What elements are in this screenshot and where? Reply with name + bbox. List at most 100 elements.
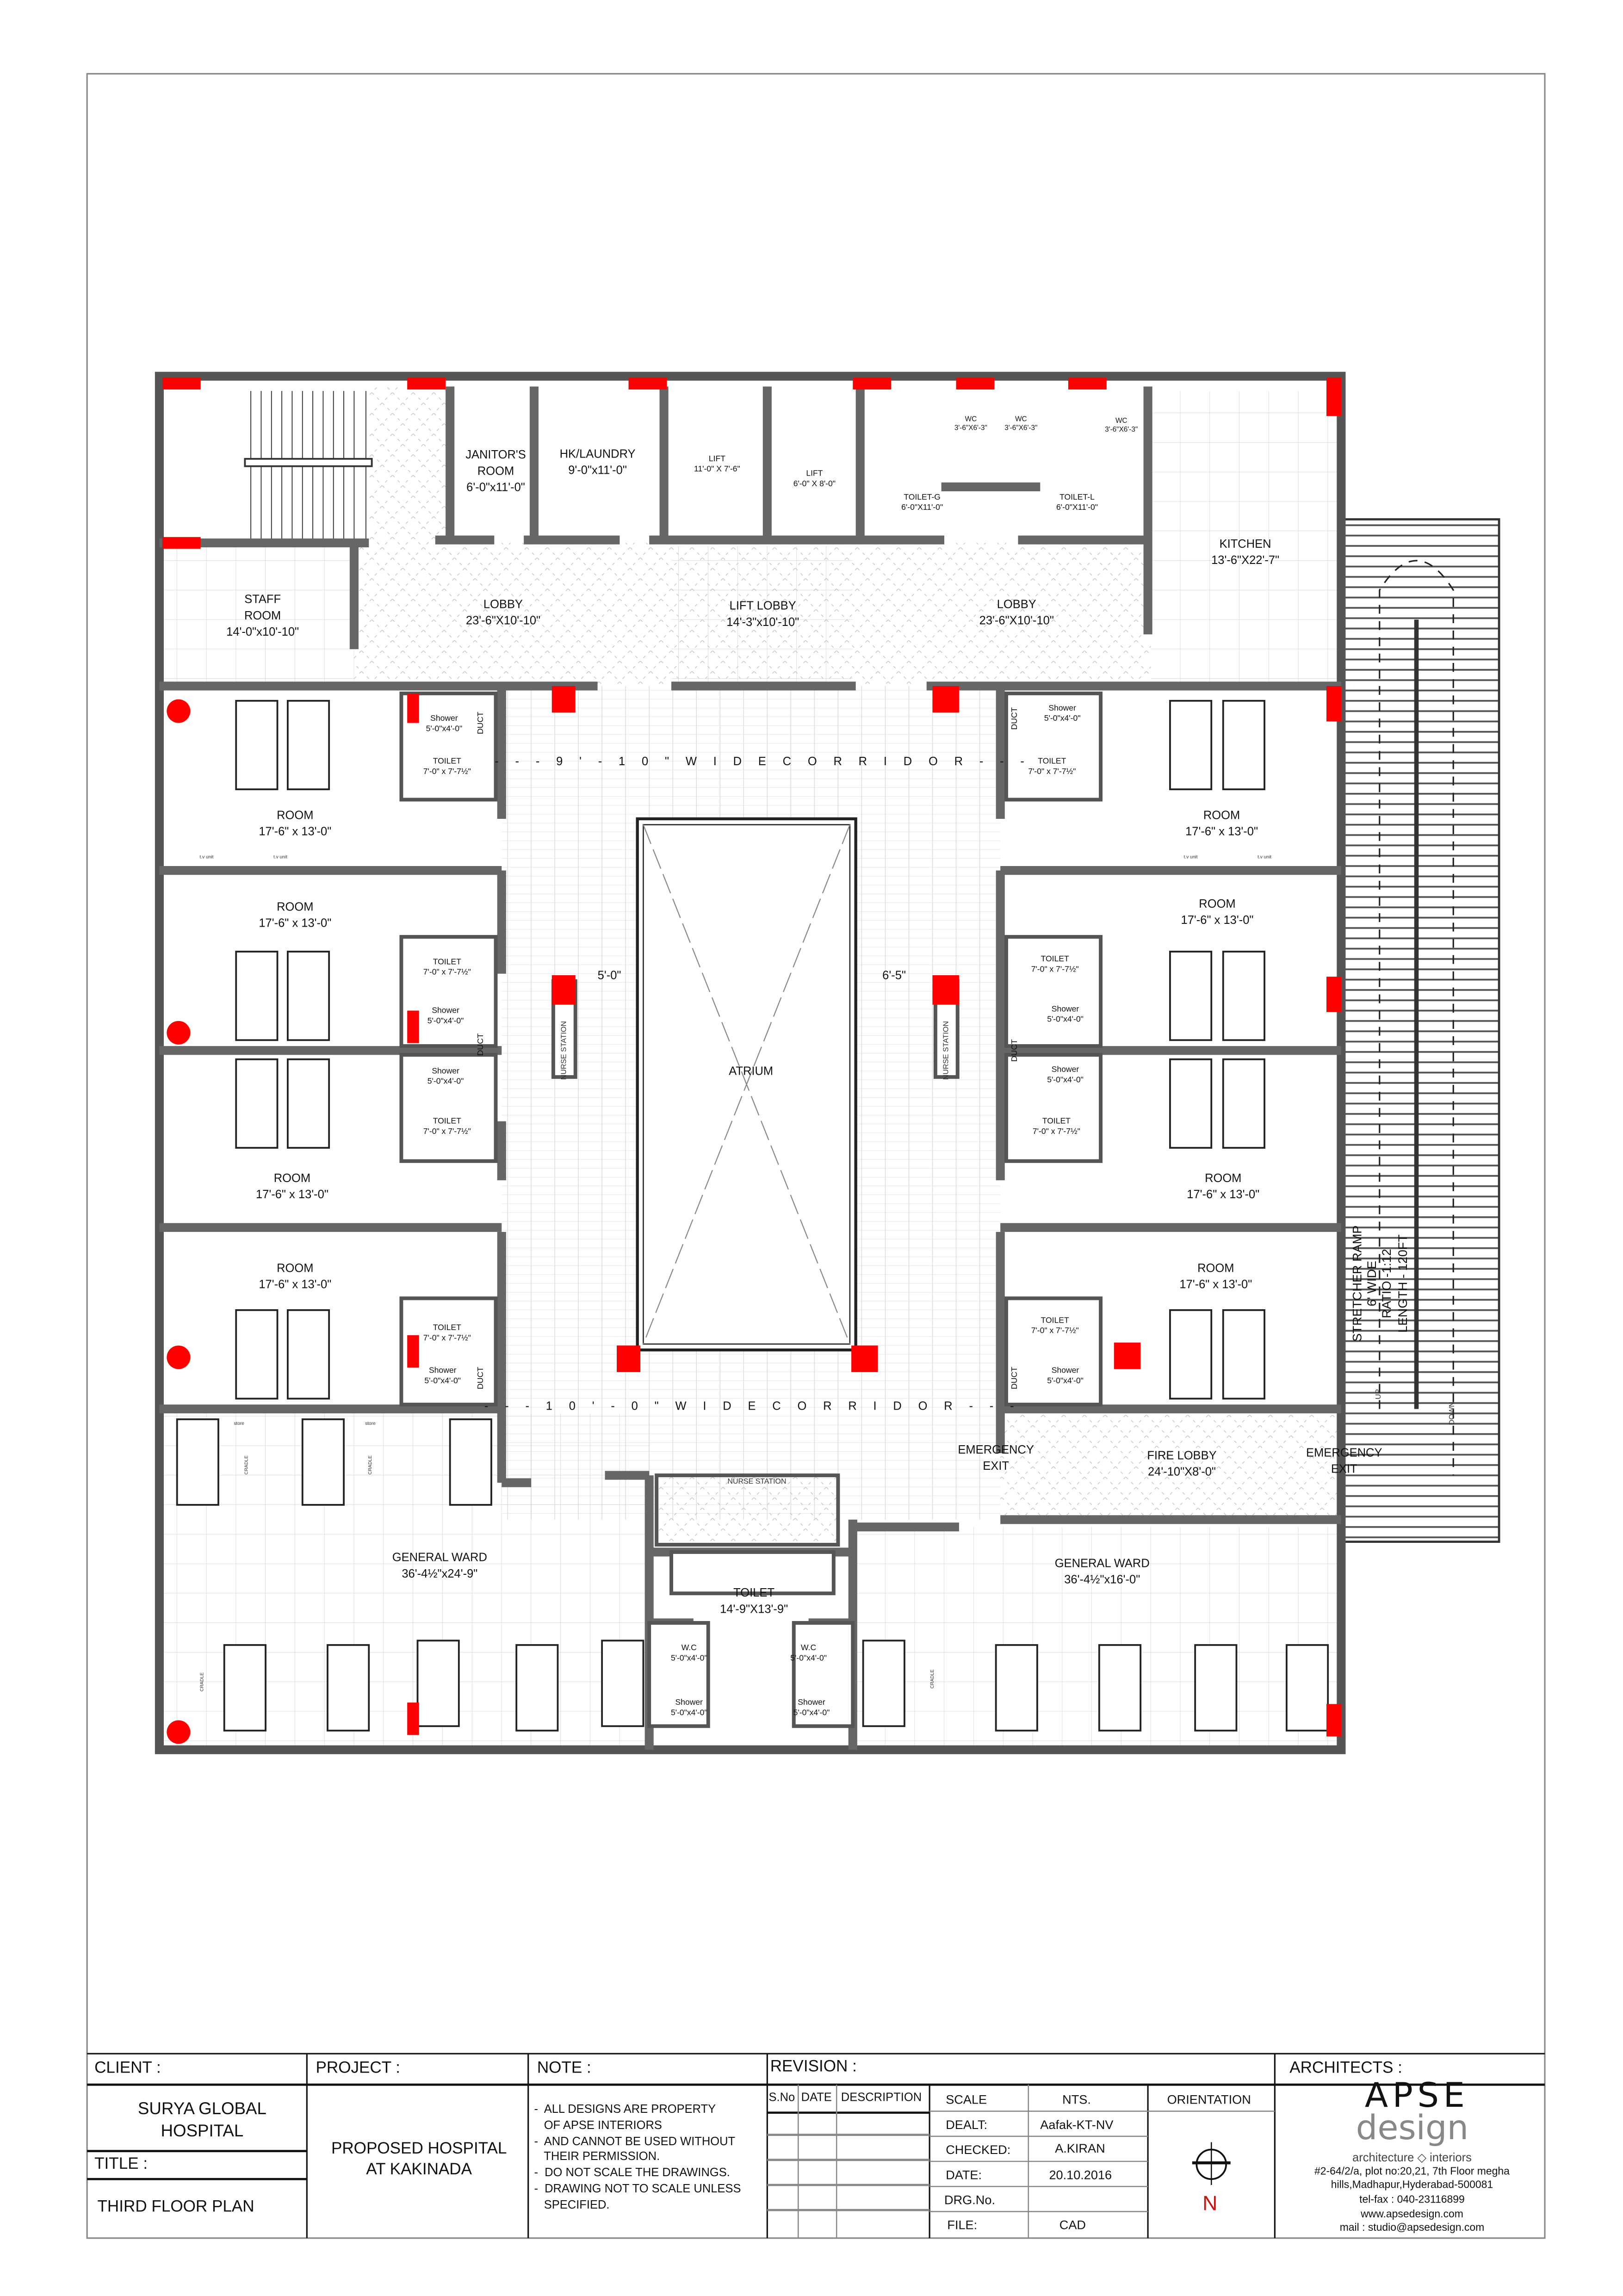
dealt-value: Aafak-KT-NV <box>1040 2117 1114 2132</box>
toilet-l-name: TOILET-L <box>1059 493 1095 503</box>
general-ward-name: GENERAL WARD <box>1054 1557 1150 1570</box>
shower-size: 5'-0"x4'-0" <box>1047 1378 1084 1387</box>
shower-name: Shower <box>432 1067 459 1077</box>
project-line-2: AT KAKINADA <box>366 2161 472 2179</box>
shower-name: Shower <box>675 1699 703 1708</box>
tv-unit-label: t.v unit <box>199 854 214 860</box>
room-name: ROOM <box>277 900 314 914</box>
toilet-name: TOILET <box>1041 1317 1069 1326</box>
wc-name: W.C <box>801 1644 817 1653</box>
lobby-name: LOBBY <box>483 598 523 611</box>
duct-label: DUCT <box>477 1033 486 1056</box>
website-link[interactable]: www.apsedesign.com <box>1361 2207 1463 2221</box>
staff-room-name-1: STAFF <box>244 593 281 606</box>
wc-size: 5'-0"x4'-0" <box>670 1655 707 1665</box>
shower-name: Shower <box>1051 1367 1079 1376</box>
room-size: 17'-6" x 13'-0" <box>259 824 332 838</box>
lift-2-size: 6'-0" X 8'-0" <box>793 481 836 490</box>
toilet-size: 7'-0" x 7'-7½" <box>423 969 471 978</box>
toilet-size: 7'-0" x 7'-7½" <box>1031 966 1079 975</box>
scale-label: SCALE <box>946 2092 987 2107</box>
nurse-station-left-label: NURSE STATION <box>560 1021 569 1080</box>
room-size: 17'-6" x 13'-0" <box>1185 824 1258 838</box>
scale-value: NTS. <box>1062 2092 1091 2107</box>
fire-lobby-floor <box>1000 1413 1341 1520</box>
corridor-top-label: - - - 9 ' - 1 0 " W I D E C O R R I D O … <box>495 755 1031 768</box>
toilet-name: TOILET <box>1041 955 1069 965</box>
room-name: ROOM <box>1205 1171 1242 1185</box>
shower-size: 5'-0"x4'-0" <box>427 1018 464 1027</box>
address-line-2: hills,Madhapur,Hyderabad-500081 <box>1331 2178 1493 2191</box>
toilet-name: TOILET <box>1042 1117 1071 1127</box>
logo-tagline: architecture ◇ interiors <box>1352 2151 1472 2165</box>
logo-design: design <box>1356 2110 1469 2148</box>
lobby-size: 23'-6"X10'-10" <box>979 613 1054 627</box>
client-line-1: SURYA GLOBAL <box>137 2101 266 2119</box>
common-shower-left-label: Shower 5'-0"x4'-0" <box>671 1699 707 1720</box>
client-label: CLIENT : <box>94 2059 161 2078</box>
toilet-name: TOILET <box>1038 757 1066 767</box>
toilet-name: TOILET <box>433 1324 461 1333</box>
room-name: ROOM <box>277 809 314 822</box>
toilet-name: TOILET <box>433 757 461 767</box>
emergency-exit-line1: EMERGENCY <box>1306 1446 1382 1460</box>
ramp-down-label: DOWN <box>1448 1401 1457 1425</box>
shower-name: Shower <box>432 1007 459 1016</box>
revision-label: REVISION : <box>770 2058 857 2076</box>
shower-label: Shower 5'-0"x4'-0" <box>427 1007 464 1029</box>
kitchen-size: 13'-6"X22'-7" <box>1211 553 1280 567</box>
email-link[interactable]: mail : studio@apsedesign.com <box>1339 2220 1485 2234</box>
nurse-station-right-label: NURSE STATION <box>942 1021 951 1080</box>
toilet-size: 7'-0" x 7'-7½" <box>423 768 471 778</box>
toilet-size: 7'-0" x 7'-7½" <box>423 1128 471 1138</box>
note-item: SPECIFIED. <box>534 2198 610 2211</box>
duct-label: DUCT <box>1011 1367 1020 1389</box>
room-size: 17'-6" x 13'-0" <box>1181 913 1254 927</box>
duct-label: DUCT <box>1011 1039 1020 1062</box>
staff-room-name-2: ROOM <box>244 608 281 622</box>
common-wc-left-label: W.C 5'-0"x4'-0" <box>671 1644 707 1666</box>
note-item: - AND CANNOT BE USED WITHOUT <box>534 2134 736 2148</box>
lift-lobby-size: 14'-3"x10'-10" <box>726 615 799 629</box>
shower-size: 5'-0"x4'-0" <box>670 1710 707 1719</box>
cradle-label: CRADLE <box>367 1455 373 1475</box>
wc-size: 3'-6"X6'-3" <box>1105 427 1138 435</box>
address-line-1: #2-64/2/a, plot no:20,21, 7th Floor megh… <box>1314 2164 1510 2178</box>
revision-col-date: DATE <box>801 2090 832 2104</box>
staircase <box>244 391 373 539</box>
date-label: DATE: <box>946 2167 982 2182</box>
toilet-l-size: 6'-0"X11'-0" <box>1056 504 1098 514</box>
wc-size: 5'-0"x4'-0" <box>790 1655 827 1665</box>
wc-name: W.C <box>681 1644 697 1653</box>
file-label: FILE: <box>947 2217 978 2233</box>
shower-name: Shower <box>430 715 458 724</box>
lobby-size: 23'-6"X10'-10" <box>465 613 541 627</box>
fire-lobby-size: 24'-10"X8'-0" <box>1147 1465 1216 1479</box>
room-size: 17'-6" x 13'-0" <box>1187 1188 1260 1201</box>
revision-col-description: DESCRIPTION <box>841 2090 922 2104</box>
emergency-exit-right-label: EMERGENCY EXIT <box>1306 1446 1382 1478</box>
room-size: 17'-6" x 13'-0" <box>255 1188 328 1201</box>
shower-label: Shower 5'-0"x4'-0" <box>1047 1367 1084 1389</box>
dimension-right: 6'-5" <box>882 968 906 982</box>
emergency-exit-line2: EXIT <box>1331 1462 1357 1476</box>
